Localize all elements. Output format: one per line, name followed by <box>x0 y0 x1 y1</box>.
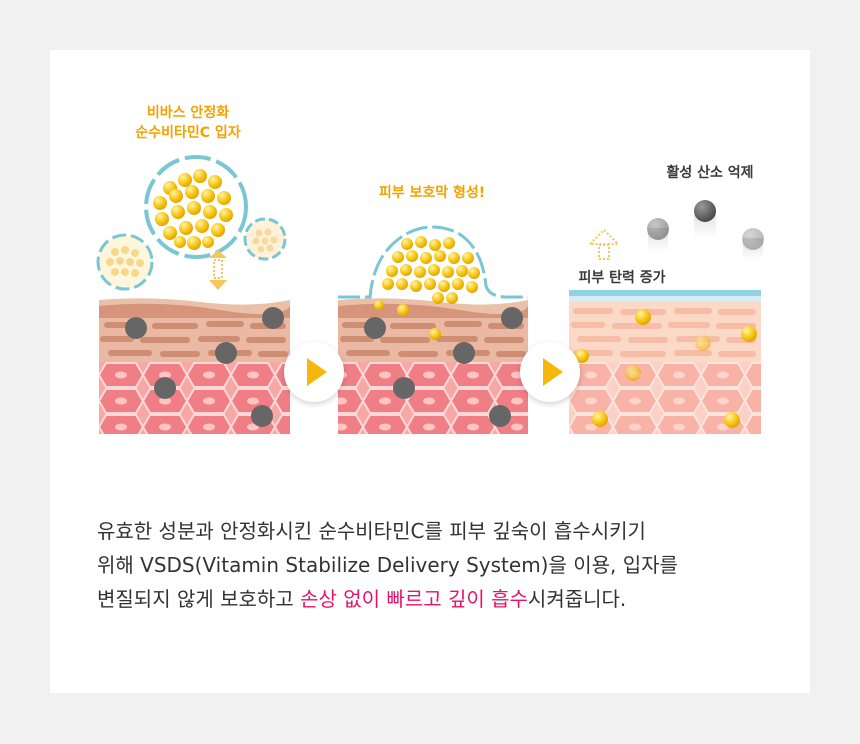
description-line-1: 유효한 성분과 안정화시킨 순수비타민C를 피부 깊숙이 흡수시키기 <box>97 519 646 543</box>
free-radicals <box>647 200 764 260</box>
description-line-3-suffix: 시켜줍니다. <box>527 587 627 611</box>
description-highlight: 손상 없이 빠르고 깊이 흡수 <box>300 587 528 611</box>
description-line-2: 위해 VSDS(Vitamin Stabilize Delivery Syste… <box>97 553 678 577</box>
elasticity-label: 피부 탄력 증가 <box>578 270 666 286</box>
vivas-label-line1: 비바스 안정화 <box>146 105 230 121</box>
description-text: 유효한 성분과 안정화시킨 순수비타민C를 피부 깊숙이 흡수시키기 위해 VS… <box>97 514 777 616</box>
skin-panel-after <box>569 200 764 434</box>
vitamin-c-capsule <box>96 155 287 291</box>
dotted-arrow-icon <box>209 250 227 290</box>
skin-barrier-label: 피부 보호막 형성! <box>378 185 486 201</box>
vivas-particle-label: 비바스 안정화 순수비타민C 입자 <box>108 103 268 143</box>
description-line-3-prefix: 변질되지 않게 보호하고 <box>97 587 301 611</box>
up-arrow-icon <box>587 228 621 260</box>
skin-panel-before <box>99 298 290 434</box>
description-line-3: 변질되지 않게 보호하고 손상 없이 빠르고 깊이 흡수시켜줍니다. <box>97 582 777 616</box>
vivas-label-line2: 순수비타민C 입자 <box>135 125 241 141</box>
play-triangle-icon <box>543 358 563 386</box>
antioxidant-label: 활성 산소 억제 <box>666 165 754 181</box>
skin-illustration <box>96 155 764 434</box>
step-arrow-1 <box>284 342 344 402</box>
step-arrow-2 <box>520 342 580 402</box>
play-triangle-icon <box>307 358 327 386</box>
skin-panel-absorbing <box>338 225 528 434</box>
